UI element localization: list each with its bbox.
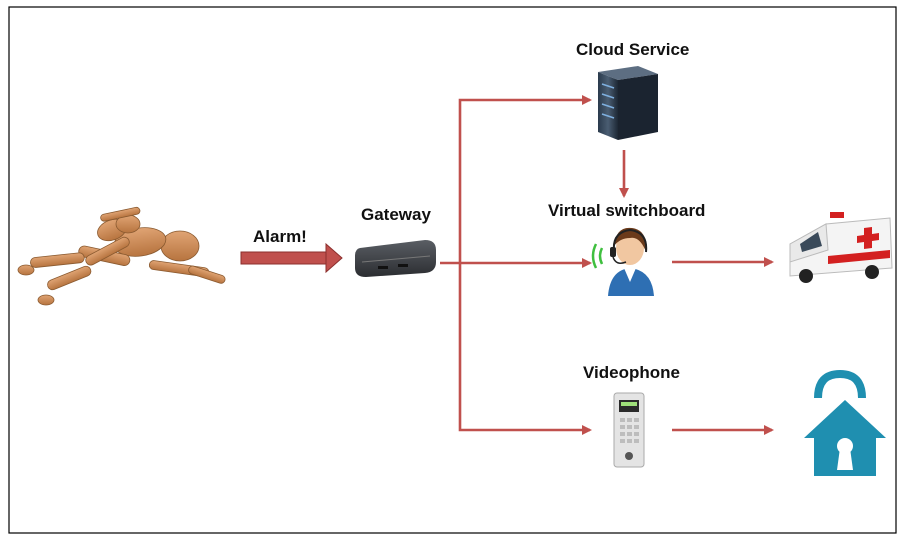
house-padlock-icon [804,369,886,476]
ambulance-icon [789,212,893,283]
server-tower-icon [598,66,658,140]
headset-operator-icon [591,227,654,296]
door-intercom-icon [613,392,645,468]
branch-connectors [440,95,774,435]
gateway-device-icon [355,240,436,277]
virtual-switchboard-label: Virtual switchboard [548,201,706,220]
alarm-arrow [240,242,343,274]
gateway-label: Gateway [361,205,431,224]
alarm-label: Alarm! [253,227,307,246]
videophone-label: Videophone [583,363,680,382]
cloud-service-label: Cloud Service [576,40,690,59]
diagram-border [8,6,897,534]
fallen-person-icon [17,206,226,306]
